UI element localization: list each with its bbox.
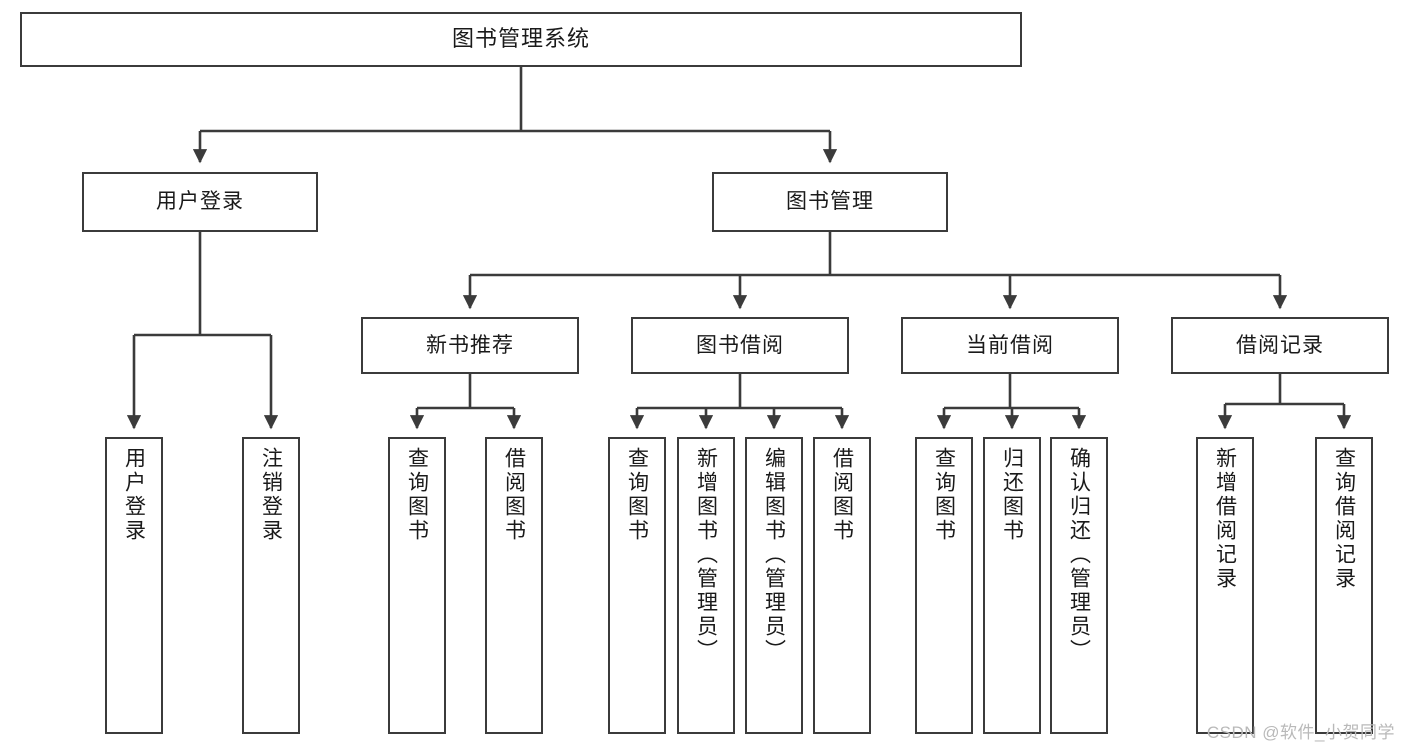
node-book-manage[interactable]: 图书管理 — [712, 172, 948, 232]
node-label: 查询借阅记录 — [1332, 447, 1356, 591]
node-label: 当前借阅 — [966, 333, 1054, 357]
node-label: 图书管理系统 — [451, 26, 590, 52]
node-label: 新增借阅记录 — [1213, 447, 1237, 591]
node-label: 确认归还（管理员） — [1067, 447, 1091, 663]
leaf-query-book-new-rec[interactable]: 查询图书 — [388, 437, 446, 734]
leaf-query-borrow-record[interactable]: 查询借阅记录 — [1315, 437, 1373, 734]
node-label: 注销登录 — [259, 447, 283, 543]
node-label: 借阅图书 — [502, 447, 526, 543]
leaf-edit-book-admin[interactable]: 编辑图书（管理员） — [745, 437, 803, 734]
node-borrow-record[interactable]: 借阅记录 — [1171, 317, 1389, 374]
node-label: 图书管理 — [786, 190, 874, 214]
node-label: 借阅图书 — [830, 447, 854, 543]
leaf-add-book-admin[interactable]: 新增图书（管理员） — [677, 437, 735, 734]
node-new-book-recommend[interactable]: 新书推荐 — [361, 317, 579, 374]
leaf-query-book-borrow[interactable]: 查询图书 — [608, 437, 666, 734]
node-label: 编辑图书（管理员） — [762, 447, 786, 663]
leaf-add-borrow-record[interactable]: 新增借阅记录 — [1196, 437, 1254, 734]
node-book-borrow[interactable]: 图书借阅 — [631, 317, 849, 374]
node-label: 借阅记录 — [1236, 333, 1324, 357]
leaf-borrow-book-borrow[interactable]: 借阅图书 — [813, 437, 871, 734]
csdn-watermark: CSDN @软件_小贺同学 — [1206, 723, 1395, 742]
node-root-book-management-system[interactable]: 图书管理系统 — [20, 12, 1022, 67]
node-label: 图书借阅 — [696, 333, 784, 357]
leaf-confirm-return-admin[interactable]: 确认归还（管理员） — [1050, 437, 1108, 734]
leaf-user-login[interactable]: 用户登录 — [105, 437, 163, 734]
node-current-borrow[interactable]: 当前借阅 — [901, 317, 1119, 374]
leaf-return-book[interactable]: 归还图书 — [983, 437, 1041, 734]
leaf-logout[interactable]: 注销登录 — [242, 437, 300, 734]
node-label: 归还图书 — [1000, 447, 1024, 543]
node-label: 用户登录 — [122, 447, 146, 543]
node-label: 查询图书 — [405, 447, 429, 543]
node-user-login[interactable]: 用户登录 — [82, 172, 318, 232]
leaf-borrow-book-new-rec[interactable]: 借阅图书 — [485, 437, 543, 734]
node-label: 新书推荐 — [426, 333, 514, 357]
node-label: 用户登录 — [156, 190, 244, 214]
leaf-query-book-current[interactable]: 查询图书 — [915, 437, 973, 734]
node-label: 查询图书 — [932, 447, 956, 543]
node-label: 新增图书（管理员） — [694, 447, 718, 663]
node-label: 查询图书 — [625, 447, 649, 543]
